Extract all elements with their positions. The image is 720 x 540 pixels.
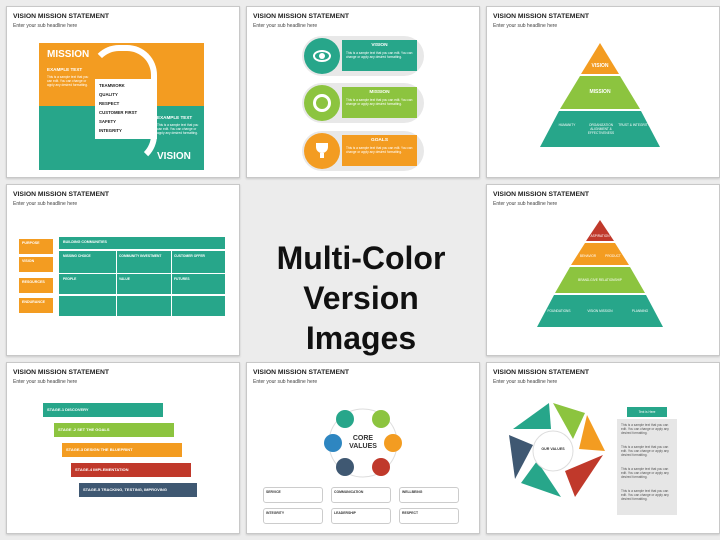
value-item: CUSTOMER FIRST <box>99 110 138 115</box>
core-values-label: CORE VALUES <box>345 435 381 451</box>
center-title: Multi-Color Version Images <box>248 238 474 358</box>
mission-example: EXAMPLE TEXT <box>47 67 83 72</box>
pyramid-top: VISION <box>591 63 609 69</box>
value-item: TEAMWORK <box>99 83 125 88</box>
center-title-line: Multi-Color <box>276 240 446 276</box>
stage-label: STAGE-3 DESIGN THE BLUEPRINT <box>66 447 133 452</box>
product-label: PRODUCT <box>605 254 621 258</box>
value-item: RESPECT <box>99 101 120 106</box>
stage-label: STAGE-1 DISCOVERY <box>47 407 89 412</box>
side-heading: Text is Here <box>638 410 656 414</box>
stage-label: STAGE-4 IMPLEMENTATION <box>75 467 129 472</box>
goals-heading: GOALS <box>370 138 389 143</box>
aspiration-label: ASPIRATION <box>590 234 610 238</box>
bottom-label: FOUNDATIONS <box>547 309 571 313</box>
cell-heading: FUTURES <box>174 277 190 281</box>
value-box-title: RESPECT <box>402 511 419 515</box>
row-label: ENDURANCE <box>22 300 45 304</box>
side-text: This is a sample text that you can edit.… <box>621 489 669 502</box>
value-item: SAFETY <box>99 119 116 124</box>
values-cycle <box>509 403 605 497</box>
slide-mission-vision[interactable]: VISION MISSION STATEMENT Enter your sub … <box>6 6 240 178</box>
vision-text: This is a sample text that you can edit.… <box>157 123 199 136</box>
slide-our-values[interactable]: VISION MISSION STATEMENT Enter your sub … <box>486 362 720 534</box>
band-label: BRAND-GIVE RELATIONSHIP <box>578 278 622 282</box>
value-box-title: INTEGRITY <box>266 511 285 515</box>
pyramid-bottom-2: ORGANIZATION ALIGNMENT & EFFECTIVENESS <box>587 123 615 136</box>
slide-table[interactable]: VISION MISSION STATEMENT Enter your sub … <box>6 184 240 356</box>
side-text: This is a sample text that you can edit.… <box>621 445 669 458</box>
values-box <box>95 79 157 139</box>
row-label: RESOURCES <box>22 280 45 284</box>
slide-pyramid[interactable]: VISION MISSION STATEMENT Enter your sub … <box>486 6 720 178</box>
cell-heading: PEOPLE <box>63 277 77 281</box>
slide-subtitle: Enter your sub headline here <box>13 379 78 385</box>
slide-stages[interactable]: VISION MISSION STATEMENT Enter your sub … <box>6 362 240 534</box>
eye-icon <box>304 38 340 74</box>
core-label: CORE <box>352 435 374 442</box>
cell-heading: COMMUNITY INVESTMENT <box>119 254 162 258</box>
value-box-title: LEADERSHIP <box>334 511 356 515</box>
trophy-icon <box>304 133 340 169</box>
slide-title: VISION MISSION STATEMENT <box>13 369 110 376</box>
brand-pyramid-graphic <box>537 220 663 327</box>
slide-title: VISION MISSION STATEMENT <box>13 191 110 198</box>
stage-label: STAGE -2 SET THE GOALS <box>58 427 110 432</box>
slide-title: VISION MISSION STATEMENT <box>493 191 590 198</box>
side-text: This is a sample text that you can edit.… <box>621 423 669 436</box>
slide-title: VISION MISSION STATEMENT <box>253 13 350 20</box>
mission-label: MISSION <box>47 49 90 60</box>
cell-heading: CUSTOMER OFFER <box>174 254 205 258</box>
value-box-title: COMMUNICATION <box>334 490 364 494</box>
pyramid-mid: MISSION <box>589 89 611 95</box>
bottom-label: VISION MISSION <box>587 309 613 313</box>
stage-label: STAGE-5 TRACKING, TESTING, IMPROVING <box>83 487 167 492</box>
mission-heading: MISSION <box>369 90 390 95</box>
vision-text: This is a sample text that you can edit.… <box>346 51 413 60</box>
slide-subtitle: Enter your sub headline here <box>493 23 558 29</box>
slide-subtitle: Enter your sub headline here <box>493 201 558 207</box>
value-box-title: WELLBEING <box>402 490 423 494</box>
mission-text: This is a sample text that you can edit.… <box>47 75 89 88</box>
core-label: VALUES <box>349 443 377 450</box>
pyramid-graphic <box>540 43 660 147</box>
slide-core-values[interactable]: VISION MISSION STATEMENT Enter your sub … <box>246 362 480 534</box>
cell-heading: BUILDING COMMUNITIES <box>63 240 107 244</box>
row-label: VISION <box>22 259 35 263</box>
slide-title: VISION MISSION STATEMENT <box>493 13 590 20</box>
slide-subtitle: Enter your sub headline here <box>13 23 78 29</box>
slide-subtitle: Enter your sub headline here <box>13 201 78 207</box>
slide-title: VISION MISSION STATEMENT <box>253 369 350 376</box>
our-values-label: OUR VALUES <box>541 447 565 451</box>
value-item: QUALITY <box>99 92 118 97</box>
slide-subtitle: Enter your sub headline here <box>493 379 558 385</box>
pyramid-bottom-1: HUMANITY <box>558 123 576 127</box>
center-title-line: Version Images <box>303 280 419 356</box>
slide-subtitle: Enter your sub headline here <box>253 379 318 385</box>
slide-title: VISION MISSION STATEMENT <box>493 369 590 376</box>
core-values-wheel <box>324 408 402 478</box>
slide-vision-mission-goals[interactable]: VISION MISSION STATEMENT Enter your sub … <box>246 6 480 178</box>
goals-text: This is a sample text that you can edit.… <box>346 146 413 155</box>
side-text: This is a sample text that you can edit.… <box>621 467 669 480</box>
vision-heading: VISION <box>371 43 388 48</box>
arrow-icon <box>89 45 157 165</box>
row-label: PURPOSE <box>22 241 40 245</box>
pyramid-bottom-3: TRUST & INTEGRITY <box>618 123 650 127</box>
mission-text: This is a sample text that you can edit.… <box>346 98 413 107</box>
value-item: INTEGRITY <box>99 128 122 133</box>
behavior-label: BEHAVIOR <box>579 254 597 258</box>
slide-brand-pyramid[interactable]: VISION MISSION STATEMENT Enter your sub … <box>486 184 720 356</box>
cell-heading: VALUE <box>119 277 130 281</box>
bottom-label: PLANNING <box>631 309 649 313</box>
slide-title: VISION MISSION STATEMENT <box>13 13 110 20</box>
vision-example: EXAMPLE TEXT <box>157 115 193 120</box>
value-box-title: SERVICE <box>266 490 281 494</box>
slide-subtitle: Enter your sub headline here <box>253 23 318 29</box>
vision-label: VISION <box>157 151 191 162</box>
cell-heading: MISSING CHOICE <box>63 254 91 258</box>
target-icon <box>304 85 340 121</box>
